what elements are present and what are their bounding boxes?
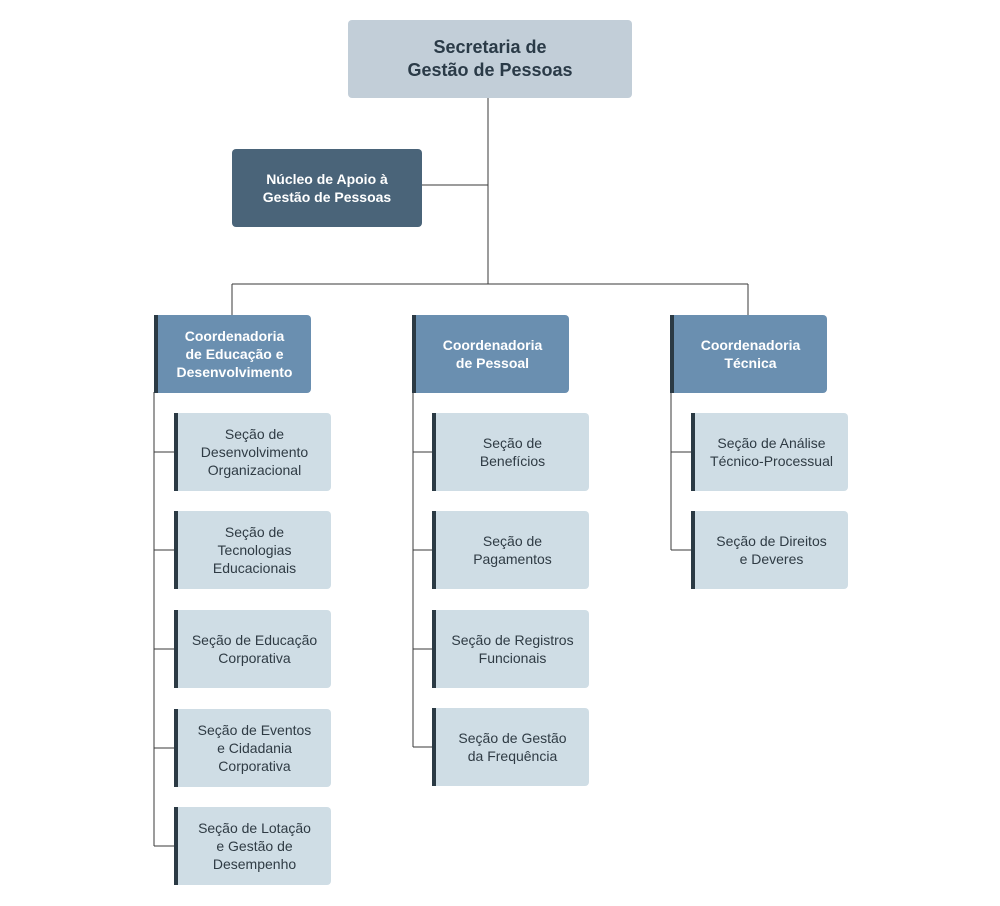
node-sec-registros-funcionais: Seção de Registros Funcionais (432, 610, 589, 688)
node-coord-educacao-label: Coordenadoria de Educação e Desenvolvime… (176, 327, 293, 381)
node-sec-label: Seção de Tecnologias Educacionais (212, 523, 297, 577)
node-sec-tecnologias-educacionais: Seção de Tecnologias Educacionais (174, 511, 331, 589)
node-sec-pagamentos: Seção de Pagamentos (432, 511, 589, 589)
node-sec-label: Seção de Benefícios (479, 434, 546, 469)
node-sec-label: Seção de Análise Técnico-Processual (710, 434, 833, 469)
node-sec-label: Seção de Pagamentos (473, 532, 552, 567)
node-nucleo-apoio-label: Núcleo de Apoio à Gestão de Pessoas (262, 170, 392, 205)
node-sec-lotacao-desempenho: Seção de Lotação e Gestão de Desempenho (174, 807, 331, 885)
node-sec-label: Seção de Gestão da Frequência (458, 729, 567, 764)
node-sec-label: Seção de Eventos e Cidadania Corporativa (197, 721, 312, 775)
node-sec-label: Seção de Educação Corporativa (191, 631, 318, 666)
node-sec-analise-tecnico-processual: Seção de Análise Técnico-Processual (691, 413, 848, 491)
node-sec-label: Seção de Registros Funcionais (451, 631, 574, 666)
node-coord-tecnica-label: Coordenadoria Técnica (700, 336, 801, 371)
node-coord-educacao: Coordenadoria de Educação e Desenvolvime… (154, 315, 311, 393)
node-sec-direitos-deveres: Seção de Direitos e Deveres (691, 511, 848, 589)
node-sec-educacao-corporativa: Seção de Educação Corporativa (174, 610, 331, 688)
node-nucleo-apoio: Núcleo de Apoio à Gestão de Pessoas (232, 149, 422, 227)
node-sec-label: Seção de Desenvolvimento Organizacional (200, 425, 309, 479)
node-coord-pessoal: Coordenadoria de Pessoal (412, 315, 569, 393)
node-sec-desenvolvimento-organizacional: Seção de Desenvolvimento Organizacional (174, 413, 331, 491)
node-coord-tecnica: Coordenadoria Técnica (670, 315, 827, 393)
node-secretaria-label: Secretaria de Gestão de Pessoas (407, 36, 573, 80)
node-secretaria: Secretaria de Gestão de Pessoas (348, 20, 632, 98)
node-coord-pessoal-label: Coordenadoria de Pessoal (442, 336, 543, 371)
node-sec-beneficios: Seção de Benefícios (432, 413, 589, 491)
node-sec-gestao-frequencia: Seção de Gestão da Frequência (432, 708, 589, 786)
node-sec-label: Seção de Lotação e Gestão de Desempenho (198, 819, 311, 873)
node-sec-eventos-cidadania: Seção de Eventos e Cidadania Corporativa (174, 709, 331, 787)
node-sec-label: Seção de Direitos e Deveres (716, 532, 827, 567)
